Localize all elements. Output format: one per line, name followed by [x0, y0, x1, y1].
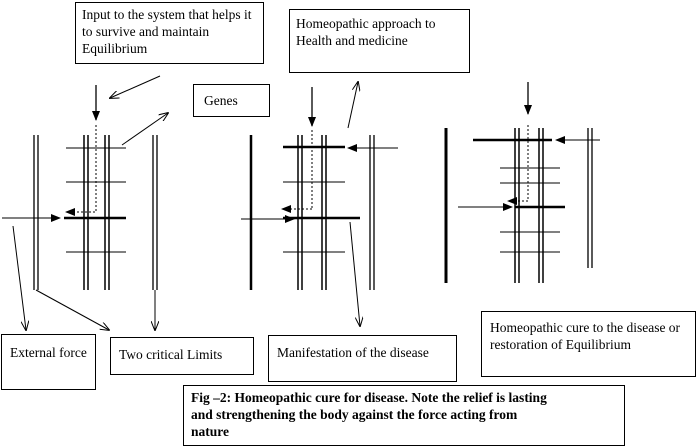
external-force-box: External force: [1, 334, 96, 390]
caption-line-1: Fig –2: Homeopathic cure for disease. No…: [191, 390, 547, 405]
genes-box: Genes: [193, 84, 270, 117]
stage-1-structure: [2, 85, 158, 290]
stage-2-structure: [241, 87, 398, 290]
caption-line-2: and strengthening the body against the f…: [191, 407, 518, 422]
two-critical-limits-box: Two critical Limits: [110, 337, 254, 375]
genes-text: Genes: [204, 93, 238, 108]
stage-3-structure: [444, 82, 600, 283]
input-label-text: Input to the system that helps it to sur…: [82, 7, 252, 56]
limit-arrow-left: [35, 289, 109, 330]
homeopathic-approach-text: Homeopathic approach to Health and medic…: [296, 16, 436, 48]
homeopathic-cure-box: Homeopathic cure to the disease or resto…: [481, 311, 696, 377]
input-label-arrow: [110, 75, 161, 98]
input-label-box: Input to the system that helps it to sur…: [75, 2, 264, 64]
genes-pointer-arrow: [121, 113, 168, 146]
external-force-text: External force: [10, 345, 87, 360]
manifestation-arrow: [349, 221, 360, 326]
homeopathic-cure-text: Homeopathic cure to the disease or resto…: [490, 320, 681, 352]
figure-caption: Fig –2: Homeopathic cure for disease. No…: [183, 385, 625, 446]
caption-line-3: nature: [191, 424, 230, 439]
manifestation-text: Manifestation of the disease: [277, 345, 429, 360]
two-critical-limits-text: Two critical Limits: [119, 347, 223, 362]
homeopathic-approach-box: Homeopathic approach to Health and medic…: [289, 9, 470, 73]
external-force-arrow: [12, 225, 26, 330]
manifestation-box: Manifestation of the disease: [268, 335, 457, 382]
approach-pointer-arrow: [347, 82, 358, 129]
